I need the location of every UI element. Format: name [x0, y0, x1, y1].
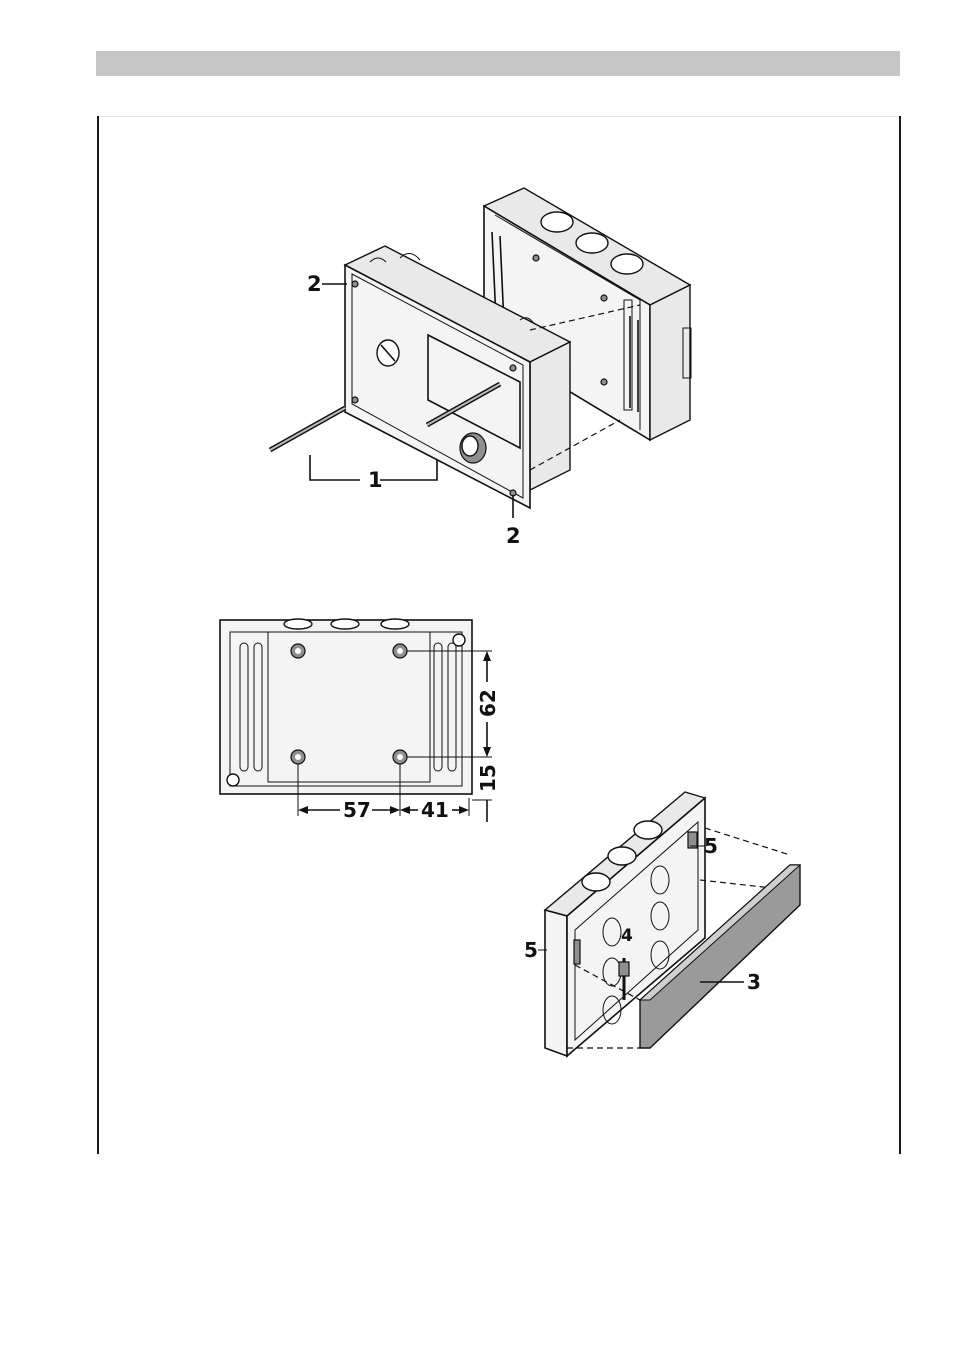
dim-bottom-offset: 15	[476, 764, 500, 792]
dim-horizontal-spacing: 57	[343, 798, 371, 822]
dim-vertical-spacing: 62	[476, 689, 500, 717]
label-screws: 1	[368, 468, 383, 492]
label-screw: 4	[621, 926, 633, 946]
label-rail: 3	[747, 970, 761, 994]
label-corner-bottom: 2	[506, 524, 521, 548]
figure-din-rail-mount: 3 4 5 5	[524, 792, 800, 1056]
label-clip-left: 5	[524, 938, 538, 962]
figure-back-view-dimensions: 62 15 57 41	[220, 619, 500, 822]
label-clip-right: 5	[704, 834, 718, 858]
dim-right-offset: 41	[421, 798, 449, 822]
figure-exploded-enclosure: 1 2 2	[270, 188, 691, 548]
label-corner-top: 2	[307, 272, 322, 296]
